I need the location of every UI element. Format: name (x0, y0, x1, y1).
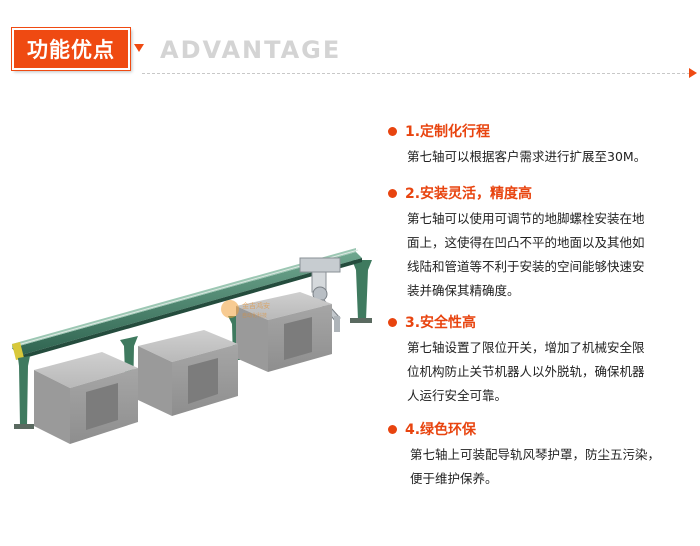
feature-2-line-3: 线陆和管道等不利于安装的空间能够快速安 (407, 259, 645, 274)
feature-4-header: 4.绿色环保 (388, 419, 688, 439)
feature-4-body: 第七轴上可装配导轨风琴护罩，防尘五污染， 便于维护保养。 (410, 443, 688, 491)
caret-down-icon (134, 44, 144, 52)
arrow-right-icon (689, 68, 697, 78)
feature-1-header: 1.定制化行程 (388, 121, 688, 141)
section-subtitle: ADVANTAGE (160, 36, 342, 64)
feature-1: 1.定制化行程 第七轴可以根据客户需求进行扩展至30M。 (388, 121, 688, 169)
feature-4-line-2: 便于维护保养。 (410, 471, 498, 486)
support-leg-right (350, 260, 372, 323)
rail-beam (12, 248, 362, 360)
watermark-line1: 金吉鸿安 (242, 301, 270, 310)
feature-3: 3.安全性高 第七轴设置了限位开关，增加了机械安全限 位机构防止关节机器人以外脱… (388, 312, 688, 408)
feature-3-line-2: 位机构防止关节机器人以外脱轨，确保机器 (407, 364, 645, 379)
feature-3-header: 3.安全性高 (388, 312, 688, 332)
feature-3-line-1: 第七轴设置了限位开关，增加了机械安全限 (407, 340, 645, 355)
feature-4-line-1: 第七轴上可装配导轨风琴护罩，防尘五污染， (410, 447, 661, 462)
bullet-dot-icon (388, 126, 397, 136)
feature-2-line-1: 第七轴可以使用可调节的地脚螺栓安装在地 (407, 211, 645, 226)
bullet-dot-icon (388, 188, 397, 198)
bullet-dot-icon (388, 317, 397, 327)
feature-1-line-1: 第七轴可以根据客户需求进行扩展至30M。 (407, 149, 647, 164)
concrete-block-2 (138, 330, 238, 416)
feature-3-line-3: 人运行安全可靠。 (407, 388, 508, 403)
bullet-dot-icon (388, 424, 397, 434)
feature-4-title: 4.绿色环保 (405, 422, 477, 438)
watermark-logo: 金吉鸿安 自动化科技 (221, 300, 270, 319)
section-badge: 功能优点 (11, 27, 131, 71)
feature-2: 2.安装灵活，精度高 第七轴可以使用可调节的地脚螺栓安装在地 面上，这使得在凹凸… (388, 183, 688, 303)
feature-2-header: 2.安装灵活，精度高 (388, 183, 688, 203)
feature-2-body: 第七轴可以使用可调节的地脚螺栓安装在地 面上，这使得在凹凸不平的地面以及其他如 … (407, 207, 688, 303)
badge-title: 功能优点 (27, 38, 115, 62)
feature-2-line-4: 装并确保其精确度。 (407, 283, 520, 298)
feature-4: 4.绿色环保 第七轴上可装配导轨风琴护罩，防尘五污染， 便于维护保养。 (388, 419, 688, 491)
feature-3-title: 3.安全性高 (405, 315, 477, 331)
feature-1-title: 1.定制化行程 (405, 124, 491, 140)
feature-2-title: 2.安装灵活，精度高 (405, 186, 533, 202)
feature-2-line-2: 面上，这使得在凹凸不平的地面以及其他如 (407, 235, 645, 250)
seventh-axis-illustration: 金吉鸿安 自动化科技 (12, 248, 372, 444)
watermark-line2: 自动化科技 (242, 312, 267, 319)
feature-1-body: 第七轴可以根据客户需求进行扩展至30M。 (407, 145, 688, 169)
support-leg-left (14, 356, 34, 429)
header-divider (142, 73, 690, 74)
concrete-block-3 (236, 292, 332, 372)
section-header: 功能优点 ADVANTAGE (0, 0, 700, 90)
feature-3-body: 第七轴设置了限位开关，增加了机械安全限 位机构防止关节机器人以外脱轨，确保机器 … (407, 336, 688, 408)
concrete-block-1 (34, 352, 138, 444)
